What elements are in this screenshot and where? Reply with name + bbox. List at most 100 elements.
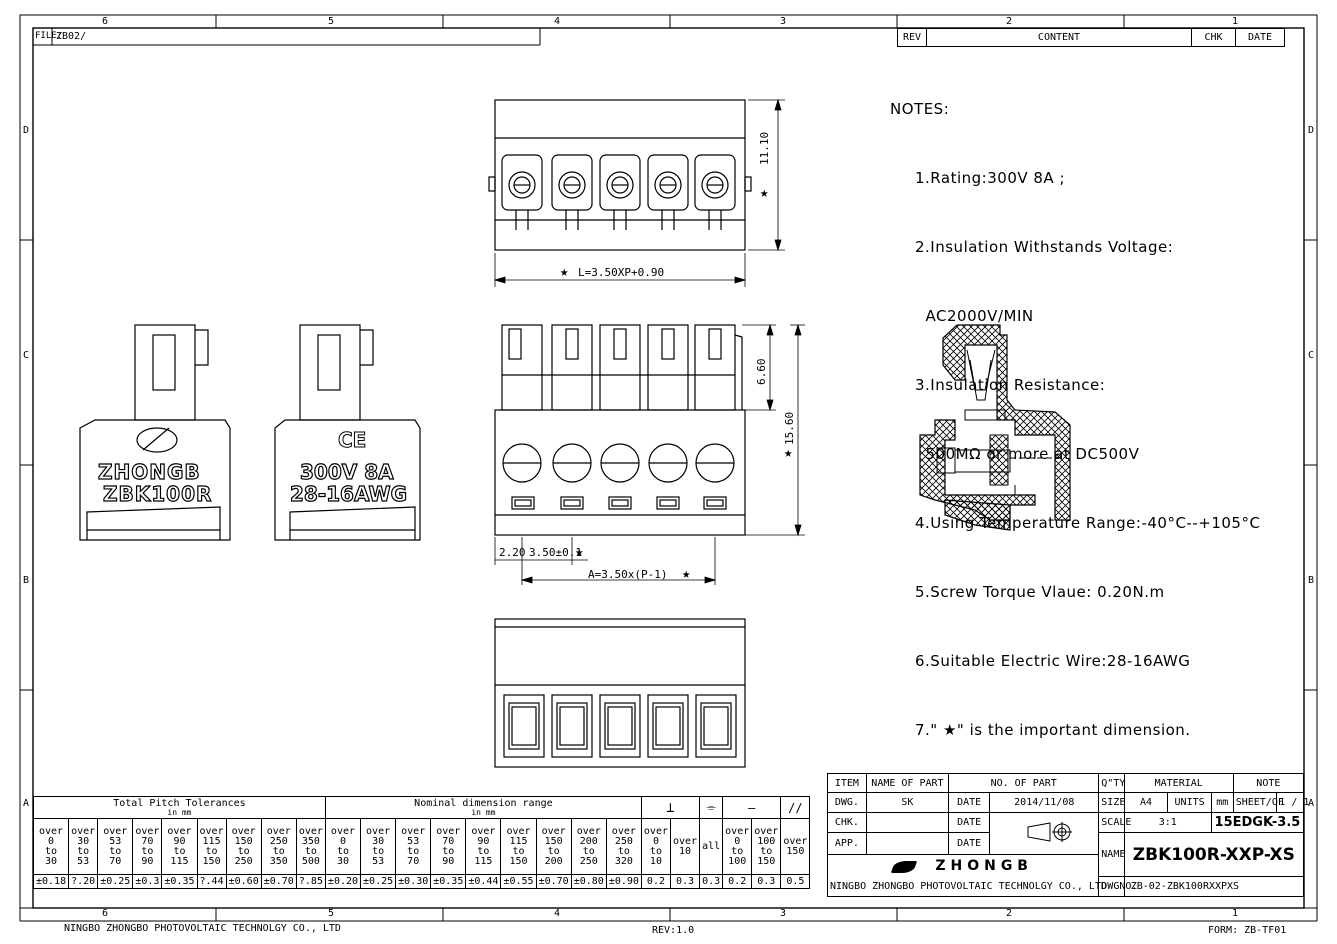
to-text: to <box>77 845 90 857</box>
company-name: NINGBO ZHONGBO PHOTOVOLTAIC TECHNOLGY CO… <box>826 876 1107 897</box>
to-text: to <box>617 845 630 857</box>
chk-header: CHK <box>1191 28 1236 47</box>
to-text: to <box>237 845 250 857</box>
zone-label-right-d: D <box>1308 125 1315 136</box>
star-top-height-icon: ★ <box>760 185 769 201</box>
over-text: over <box>366 825 391 837</box>
dwg-label: DWG. <box>827 792 867 813</box>
zone-label-top-1: 1 <box>1232 16 1239 27</box>
to-text: to <box>649 845 662 857</box>
pitch-from: 53 <box>109 835 122 847</box>
dim-pitch: 3.50±0.1 <box>529 546 582 559</box>
part-name: ZBK100R-XXP-XS <box>1123 832 1305 877</box>
tolerance-value: ±0.35 <box>161 874 198 889</box>
chk-date-label: DATE <box>948 812 991 833</box>
tolerance-value: ±0.44 <box>465 874 502 889</box>
star-front-total-icon: ★ <box>784 445 793 461</box>
pitch-from: 70 <box>141 835 154 847</box>
zone-label-right-b: B <box>1308 575 1315 586</box>
tolerance-value: ±0.18 <box>32 874 70 889</box>
perp-over: 10 <box>679 845 692 857</box>
over-text: over <box>436 825 461 837</box>
dim-top-height: 11.10 <box>758 132 771 165</box>
pitch-tolerance-header: Total Pitch Tolerances in mm <box>33 796 326 819</box>
to-text: to <box>109 845 122 857</box>
tolerance-value: ±0.90 <box>605 874 642 889</box>
tolerance-value: ±0.3 <box>132 874 163 889</box>
pitch-to: 500 <box>301 855 320 867</box>
third-angle-projection-icon <box>1027 822 1073 842</box>
units-label: UNITS <box>1167 792 1212 813</box>
tolerance-value: 0.2 <box>722 874 753 889</box>
bottom-view-drawing <box>494 618 746 768</box>
to-text: to <box>582 845 595 857</box>
zone-label-left-a: A <box>23 798 30 809</box>
to-text: to <box>442 845 455 857</box>
nominal-to: 115 <box>474 855 493 867</box>
note-header: NOTE <box>1232 773 1305 793</box>
over-text: over <box>266 825 291 837</box>
app-label: APP. <box>827 832 867 855</box>
side-view-rating-drawing <box>274 324 421 541</box>
qty-header: Q"TY <box>1098 773 1125 793</box>
nominal-to: 30 <box>336 855 349 867</box>
tolerance-value: ±0.25 <box>360 874 397 889</box>
dwg-date-value: 2014/11/08 <box>989 792 1100 813</box>
over-text: over <box>401 825 426 837</box>
zone-label-bottom-1: 1 <box>1232 908 1239 919</box>
to-text: to <box>205 845 218 857</box>
zone-label-bottom-5: 5 <box>328 908 335 919</box>
footer-form: FORM: ZB-TF01 <box>1208 925 1287 936</box>
footer-company: NINGBO ZHONGBO PHOTOVOLTAIC TECHNOLGY CO… <box>64 923 341 934</box>
tolerance-value-row: ±0.18 ?.20 ±0.25 ±0.3 ±0.35 ?.44 ±0.60 ±… <box>32 874 811 889</box>
name-of-part-header: NAME OF PART <box>865 773 950 793</box>
over-text: over <box>541 825 566 837</box>
dwgno-label: DWGNO. <box>1098 876 1137 897</box>
over-text: over <box>330 825 356 837</box>
over-text: over <box>39 825 64 837</box>
over-text: over <box>754 825 779 837</box>
pitch-to: 53 <box>77 855 90 867</box>
star-length-icon: ★ <box>560 264 569 280</box>
note-1: 1.Rating:300V 8A ; <box>915 169 1066 187</box>
tolerance-value: ?.20 <box>68 874 99 889</box>
zone-label-top-6: 6 <box>102 16 109 27</box>
flat-to: 150 <box>757 855 776 867</box>
sheet-label: SHEET/OF <box>1232 792 1284 813</box>
dim-span: A=3.50x(P-1) <box>588 568 668 581</box>
dim-front-upper: 6.60 <box>755 358 768 386</box>
chk-label: CHK. <box>827 812 867 833</box>
app-by <box>865 832 950 855</box>
tolerance-value: ±0.25 <box>97 874 134 889</box>
tolerance-value: ±0.70 <box>260 874 297 889</box>
pitch-tolerance-unit: in mm <box>167 808 192 817</box>
no-of-part-header: NO. OF PART <box>948 773 1100 793</box>
front-view-drawing <box>494 323 805 585</box>
nominal-from: 90 <box>477 835 490 847</box>
zone-label-right-a: A <box>1308 798 1315 809</box>
logo-text: ZHONGB <box>935 857 1033 874</box>
nominal-to: 90 <box>442 855 455 867</box>
pitch-to: 250 <box>234 855 253 867</box>
note-6: 6.Suitable Electric Wire:28-16AWG <box>915 652 1191 670</box>
star-pitch-icon: ★ <box>575 544 584 560</box>
to-text: to <box>336 845 349 857</box>
side-wire-text: 28-16AWG <box>289 481 408 506</box>
side-rating-text: 300V 8A <box>299 459 394 484</box>
sheet-value: 1 / 1 <box>1276 792 1309 813</box>
over-text: over <box>167 825 192 837</box>
over-text: over <box>611 825 636 837</box>
zone-label-bottom-3: 3 <box>780 908 787 919</box>
to-text: to <box>547 845 560 857</box>
zone-label-left-b: B <box>23 575 30 586</box>
tolerance-value: 0.2 <box>640 874 672 889</box>
material-header: MATERIAL <box>1123 773 1234 793</box>
zone-label-bottom-4: 4 <box>554 908 561 919</box>
part-code: 15EDGK-3.5 <box>1210 812 1305 833</box>
tolerance-value: ±0.35 <box>430 874 467 889</box>
nominal-from: 115 <box>509 835 528 847</box>
pitch-to: 150 <box>202 855 221 867</box>
zone-label-right-c: C <box>1308 350 1315 361</box>
note-2: 2.Insulation Withstands Voltage: <box>915 238 1174 256</box>
over-text: over <box>71 825 96 837</box>
